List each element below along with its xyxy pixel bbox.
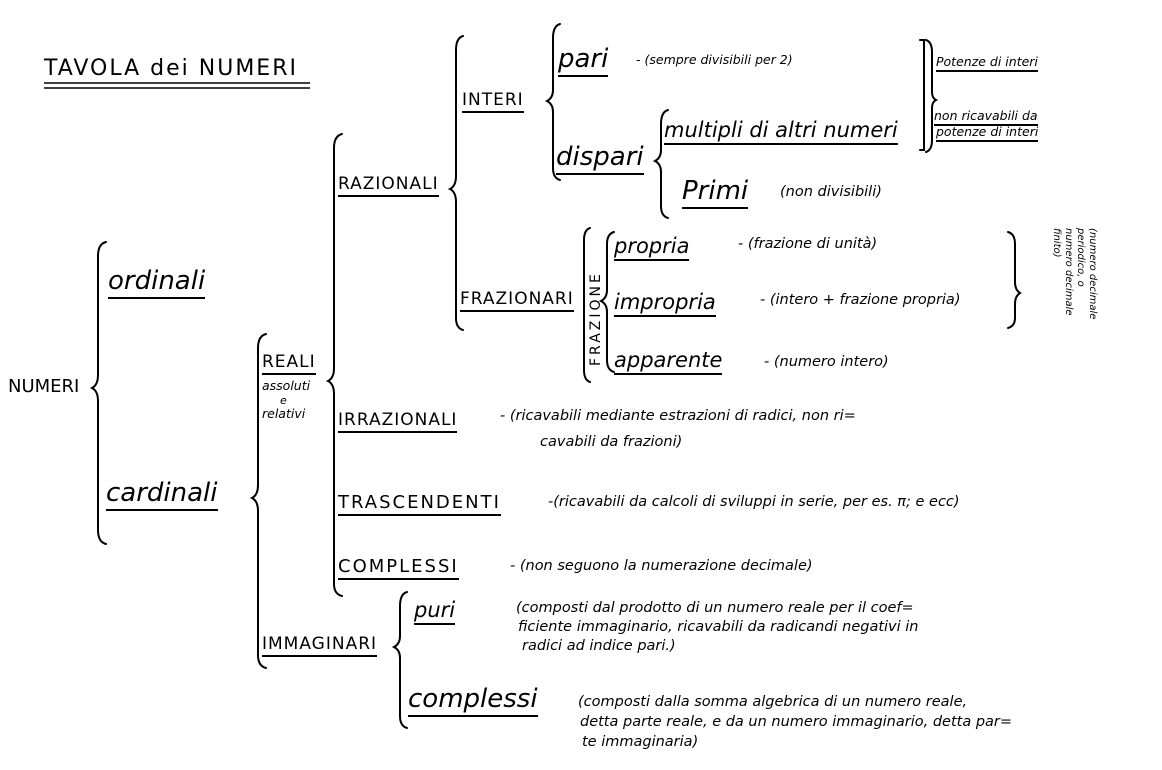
note-trascendenti: -(ricavabili da calcoli di sviluppi in s…	[548, 494, 960, 510]
note-puri-1: (composti dal prodotto di un numero real…	[516, 600, 914, 616]
node-razionali: RAZIONALI	[338, 174, 439, 197]
node-reali-relativi: relativi	[262, 406, 306, 421]
node-cardinali: cardinali	[106, 478, 218, 511]
note-complessi-caps: - (non seguono la numerazione decimale)	[510, 558, 813, 574]
node-potenze-interi: Potenze di interi	[936, 54, 1038, 72]
node-frazionari: FRAZIONARI	[460, 289, 574, 312]
node-numeri: NUMERI	[8, 376, 80, 397]
node-trascendenti: TRASCENDENTI	[338, 492, 501, 516]
node-interi: INTERI	[462, 90, 524, 113]
label-frazione: FRAZIONE	[588, 271, 604, 366]
note-propria: - (frazione di unità)	[738, 236, 878, 252]
node-puri: puri	[414, 598, 456, 625]
node-irrazionali: IRRAZIONALI	[338, 410, 458, 433]
note-primi: (non divisibili)	[780, 184, 882, 200]
node-ordinali: ordinali	[108, 266, 206, 299]
node-complessi: complessi	[408, 684, 538, 717]
node-dispari: dispari	[556, 142, 644, 175]
node-non-ricavabili-1: non ricavabili da	[934, 108, 1038, 126]
side-note-decimale: (numero decimale periodico, o numero dec…	[1051, 228, 1098, 320]
node-impropria: impropria	[614, 290, 716, 317]
note-complessi-1: (composti dalla somma algebrica di un nu…	[578, 694, 968, 710]
node-apparente: apparente	[614, 348, 723, 375]
note-impropria: - (intero + frazione propria)	[760, 292, 961, 308]
node-primi: Primi	[682, 176, 749, 209]
node-reali: REALI	[262, 352, 316, 375]
node-multipli: multipli di altri numeri	[664, 118, 898, 145]
node-reali-assoluti: assoluti	[262, 378, 311, 393]
note-puri-3: radici ad indice pari.)	[522, 638, 676, 654]
node-immaginari: IMMAGINARI	[262, 634, 378, 657]
node-complessi-caps: COMPLESSI	[338, 556, 459, 580]
note-puri-2: ficiente immaginario, ricavabili da radi…	[518, 619, 919, 635]
page-title: TAVOLA dei NUMERI	[44, 56, 298, 81]
node-non-ricavabili-2: potenze di interi	[936, 124, 1039, 142]
note-apparente: - (numero intero)	[764, 354, 889, 370]
note-complessi-3: te immaginaria)	[582, 734, 699, 750]
node-reali-e: e	[280, 394, 287, 407]
node-propria: propria	[614, 234, 690, 261]
note-irrazionali-2: cavabili da frazioni)	[540, 434, 683, 450]
node-pari: pari	[558, 44, 609, 77]
note-irrazionali-1: - (ricavabili mediante estrazioni di rad…	[500, 408, 856, 424]
note-complessi-2: detta parte reale, e da un numero immagi…	[580, 714, 1013, 730]
note-pari: - (sempre divisibili per 2)	[636, 52, 793, 67]
